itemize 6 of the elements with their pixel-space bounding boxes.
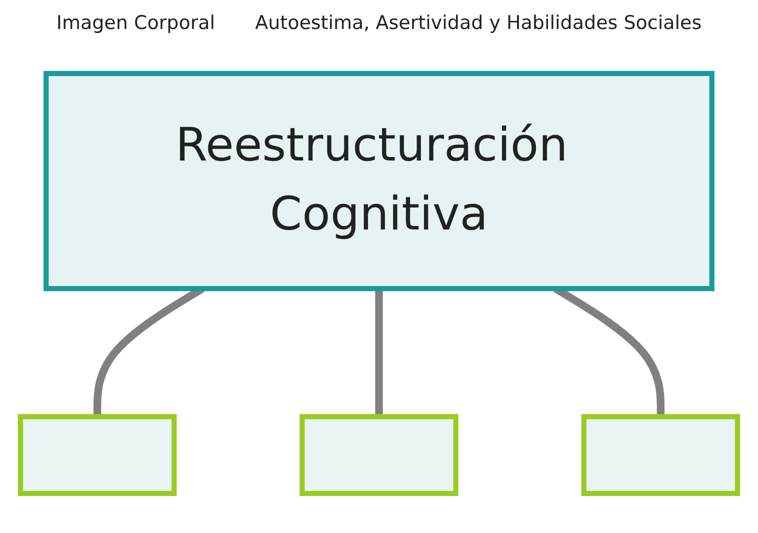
node-box: [300, 414, 458, 496]
floating-text: Imagen Corporal: [56, 12, 216, 34]
node-box: [18, 414, 177, 496]
node-box: [581, 414, 740, 496]
node-box: Reestructuración Cognitiva: [44, 70, 714, 292]
floating-text: Autoestima, Asertividad y Habilidades Sociales: [255, 12, 702, 34]
